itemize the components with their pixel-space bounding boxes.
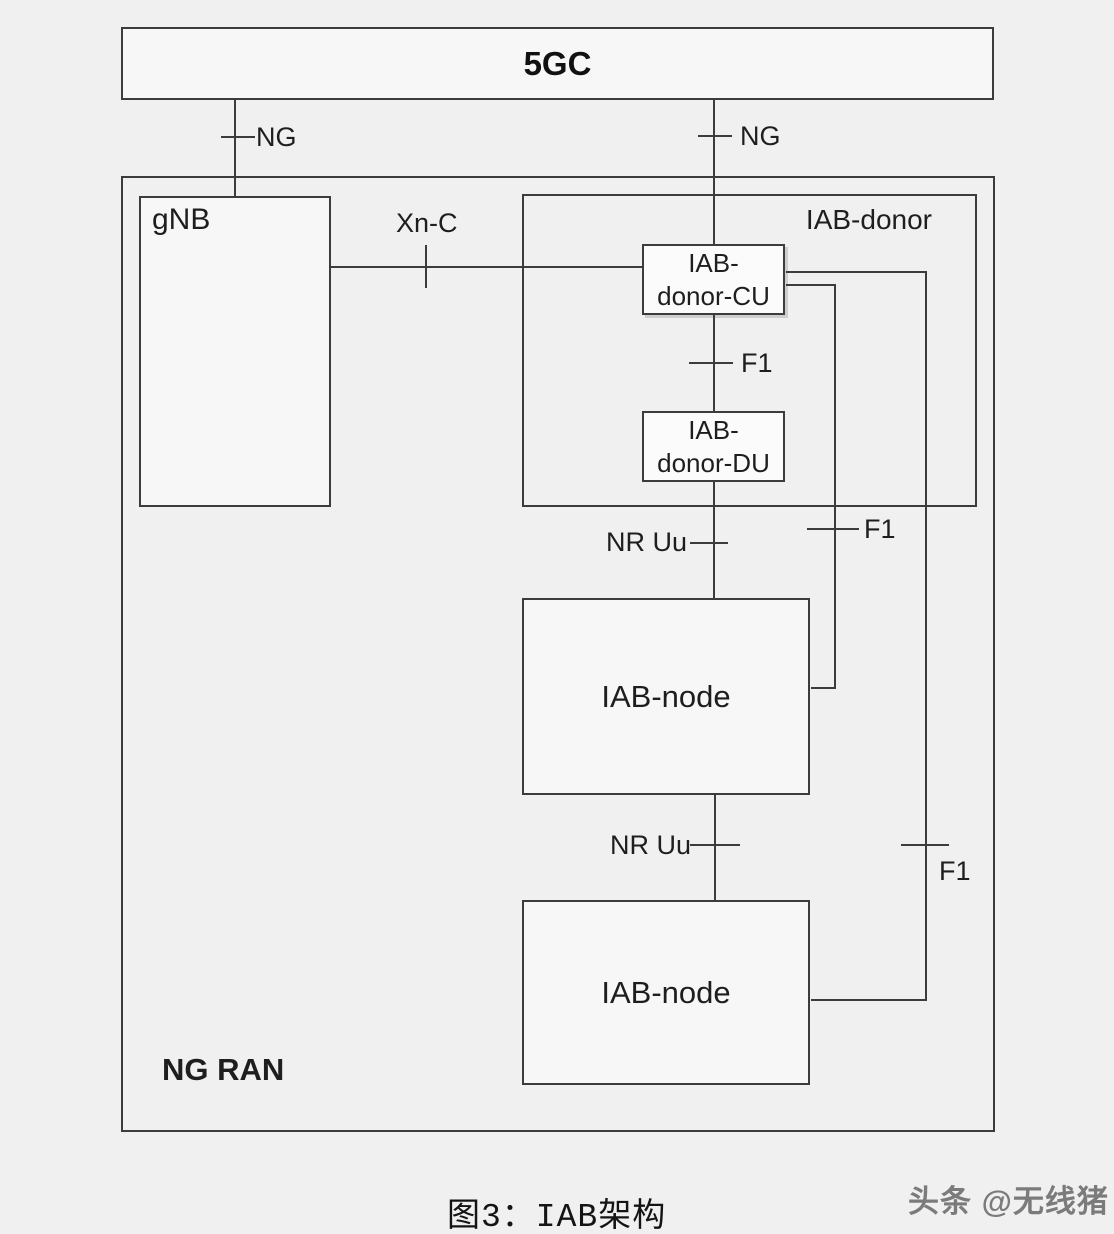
node-iab-donor-cu-label-line2: donor-CU: [657, 280, 770, 311]
node-iab-donor-du-label-line1: IAB-: [688, 414, 739, 445]
connector-f1-node1-vertical: [834, 284, 836, 689]
connector-ng-left: [234, 99, 236, 197]
connector-nruu-2: [714, 795, 716, 900]
node-ngran-box: NG RAN: [121, 176, 995, 1132]
node-gnb-box: gNB: [139, 196, 331, 507]
interface-label-nruu-2: NR Uu: [610, 830, 692, 860]
node-ngran-label: NG RAN: [162, 1052, 285, 1087]
node-iab-donor-du-box: IAB- donor-DU: [642, 411, 785, 482]
interface-label-f1-node1: F1: [864, 514, 896, 544]
interface-label-nruu-1: NR Uu: [606, 527, 688, 557]
node-iab-donor-du-label-line2: donor-DU: [657, 447, 770, 478]
interface-label-ng-right: NG: [740, 121, 781, 151]
node-iab-donor-cu-label-line1: IAB-: [688, 247, 739, 278]
connector-ng-right: [713, 99, 715, 245]
connector-nruu-1: [713, 482, 715, 598]
node-5gc-label: 5GC: [523, 44, 592, 82]
node-iab-donor-cu-box: IAB- donor-CU: [642, 244, 785, 315]
tick-f1-node1: [807, 528, 859, 530]
tick-nruu-1: [690, 542, 728, 544]
interface-label-ng-left: NG: [256, 122, 297, 152]
node-iab-donor-label: IAB-donor: [805, 204, 932, 235]
connector-f1-node1-bottom: [811, 687, 836, 689]
node-iab-node-1-label: IAB-node: [601, 678, 731, 714]
tick-nruu-2: [690, 844, 740, 846]
node-iab-node-1-box: IAB-node: [522, 598, 810, 795]
node-iab-node-2-label: IAB-node: [601, 974, 731, 1010]
connector-f1-node1-top: [786, 284, 836, 286]
connector-xnc: [331, 266, 642, 268]
connector-f1-node2-top: [786, 271, 927, 273]
node-gnb-label: gNB: [152, 203, 211, 236]
node-iab-donor-box: IAB-donor: [522, 194, 977, 507]
interface-label-f1-cu-du: F1: [741, 348, 773, 378]
connector-f1-node2-bottom: [811, 999, 927, 1001]
tick-xnc: [425, 245, 427, 288]
node-iab-node-2-box: IAB-node: [522, 900, 810, 1085]
tick-ng-left: [221, 136, 255, 138]
tick-f1-cu-du: [689, 362, 733, 364]
interface-label-xnc: Xn-C: [396, 208, 458, 238]
tick-ng-right: [698, 135, 732, 137]
watermark-text: 头条 @无线猪: [908, 1184, 1109, 1219]
node-5gc-box: 5GC: [121, 27, 994, 100]
tick-f1-node2: [901, 844, 949, 846]
figure-caption: 图3：IAB架构: [447, 1199, 667, 1234]
interface-label-f1-node2: F1: [939, 856, 971, 886]
connector-f1-node2-vertical: [925, 271, 927, 1001]
